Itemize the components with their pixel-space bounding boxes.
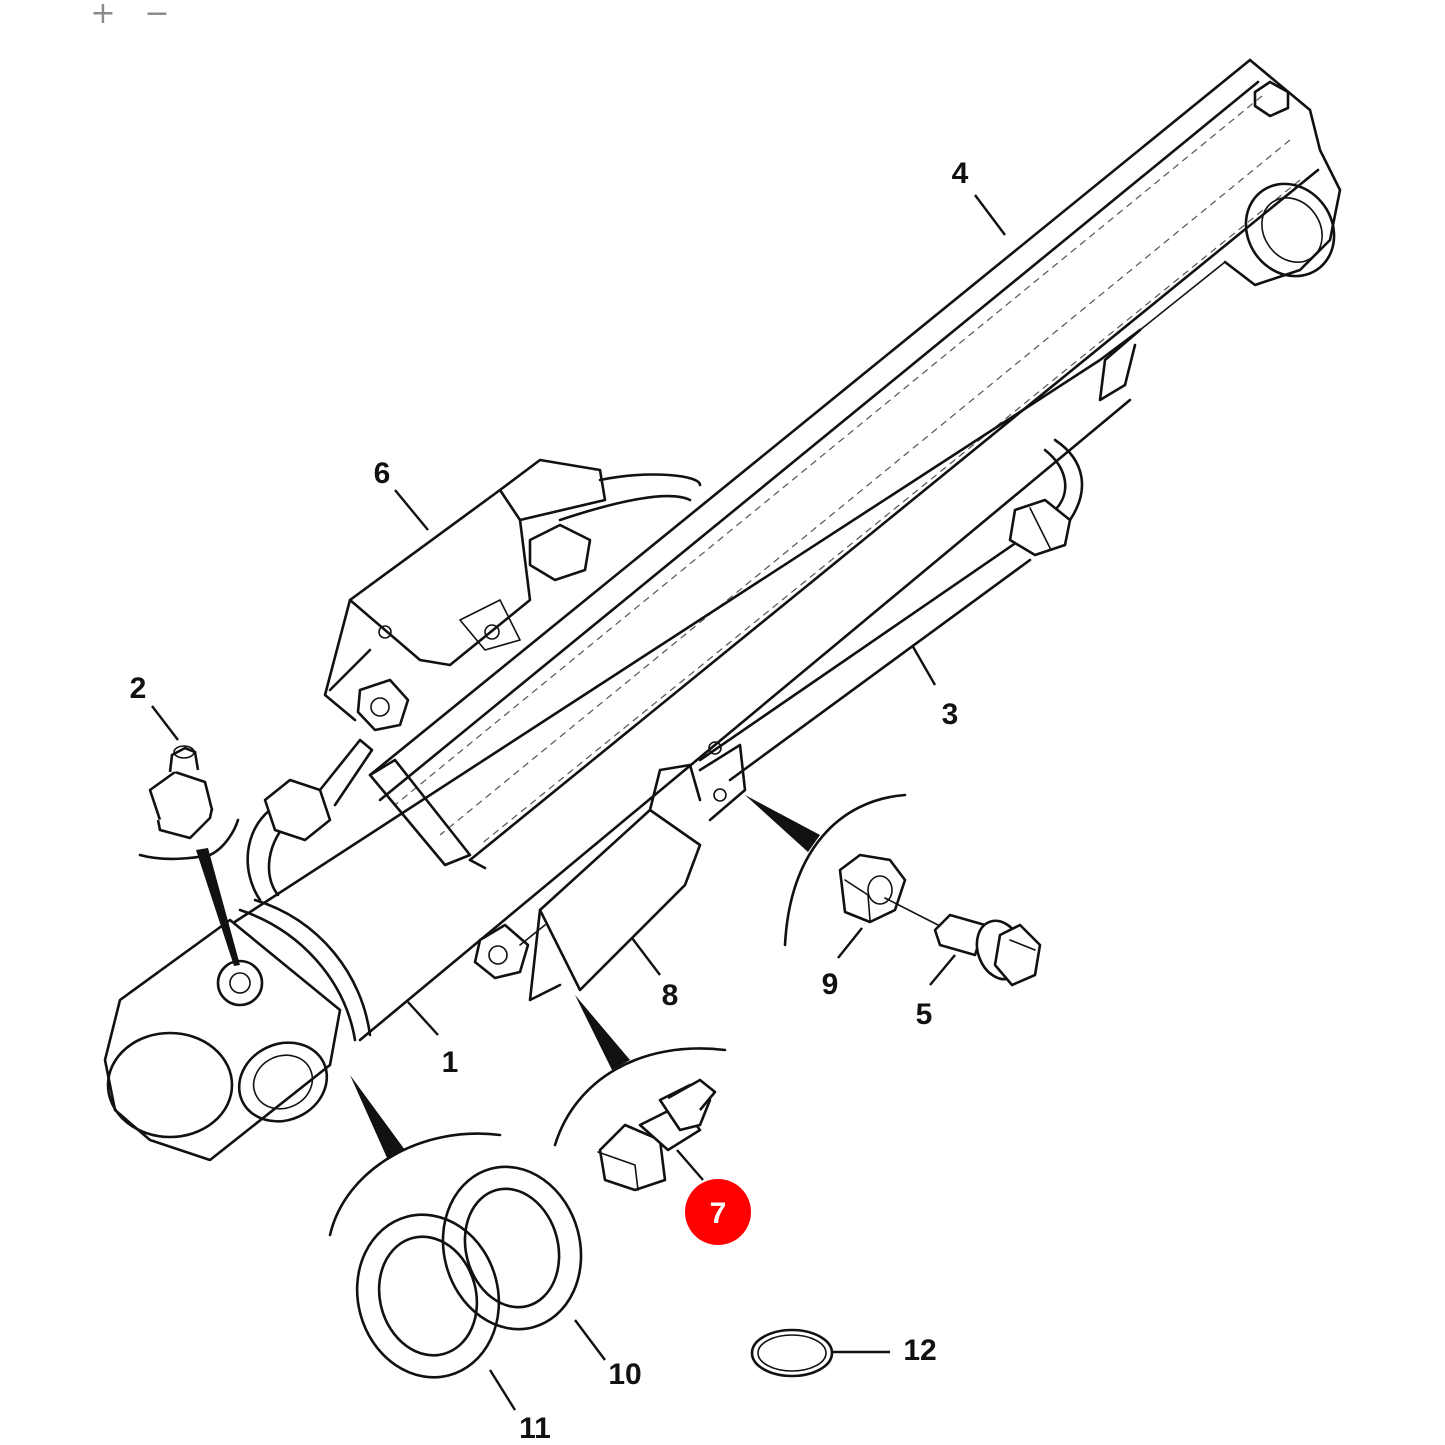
label-part-10[interactable]: 10	[608, 1358, 641, 1391]
label-part-3[interactable]: 3	[942, 698, 959, 731]
part-4-rod[interactable]	[368, 58, 1352, 870]
part-6-valve-block[interactable]	[323, 458, 702, 732]
part-1-cylinder-barrel[interactable]	[103, 328, 1142, 1162]
callout-pointer-9-5	[745, 795, 820, 852]
label-part-4[interactable]: 4	[952, 157, 969, 190]
part-7-pressure-sensor[interactable]	[597, 1078, 717, 1192]
label-part-9[interactable]: 9	[822, 968, 839, 1001]
zoom-out-button[interactable]: −	[140, 0, 174, 29]
zoom-controls: + −	[86, 0, 174, 29]
label-part-2[interactable]: 2	[130, 672, 147, 705]
label-part-5[interactable]: 5	[916, 998, 933, 1031]
part-8-clamp-bracket[interactable]	[473, 741, 747, 1002]
leader-lines	[151, 194, 1006, 1411]
part-10-washer[interactable]	[425, 1151, 599, 1345]
callout-pointer-10-11	[350, 1075, 405, 1160]
part-2-grease-fitting[interactable]	[148, 745, 214, 840]
highlight-badge-part-7[interactable]	[685, 1179, 751, 1245]
part-9-flange-nut[interactable]	[838, 853, 907, 924]
detail-arc-10-11	[328, 1132, 502, 1237]
label-part-7[interactable]: 7	[710, 1197, 727, 1230]
label-part-1[interactable]: 1	[442, 1046, 459, 1079]
label-part-12[interactable]: 12	[903, 1334, 936, 1367]
zoom-in-button[interactable]: +	[86, 0, 120, 29]
alignment-line-9-5	[884, 897, 939, 926]
part-3-hydraulic-line[interactable]	[698, 438, 1084, 782]
callout-pointer-2	[196, 848, 240, 966]
detail-arc-7	[553, 1047, 727, 1147]
label-part-8[interactable]: 8	[662, 979, 679, 1012]
callout-pointer-7	[575, 995, 630, 1070]
detail-arc-9-5	[783, 793, 907, 947]
part-5-flange-bolt[interactable]	[933, 913, 1042, 987]
label-part-11[interactable]: 11	[519, 1412, 551, 1445]
label-part-6[interactable]: 6	[374, 457, 391, 490]
part-12-o-ring[interactable]	[750, 1328, 834, 1378]
part-11-washer[interactable]	[339, 1199, 517, 1394]
